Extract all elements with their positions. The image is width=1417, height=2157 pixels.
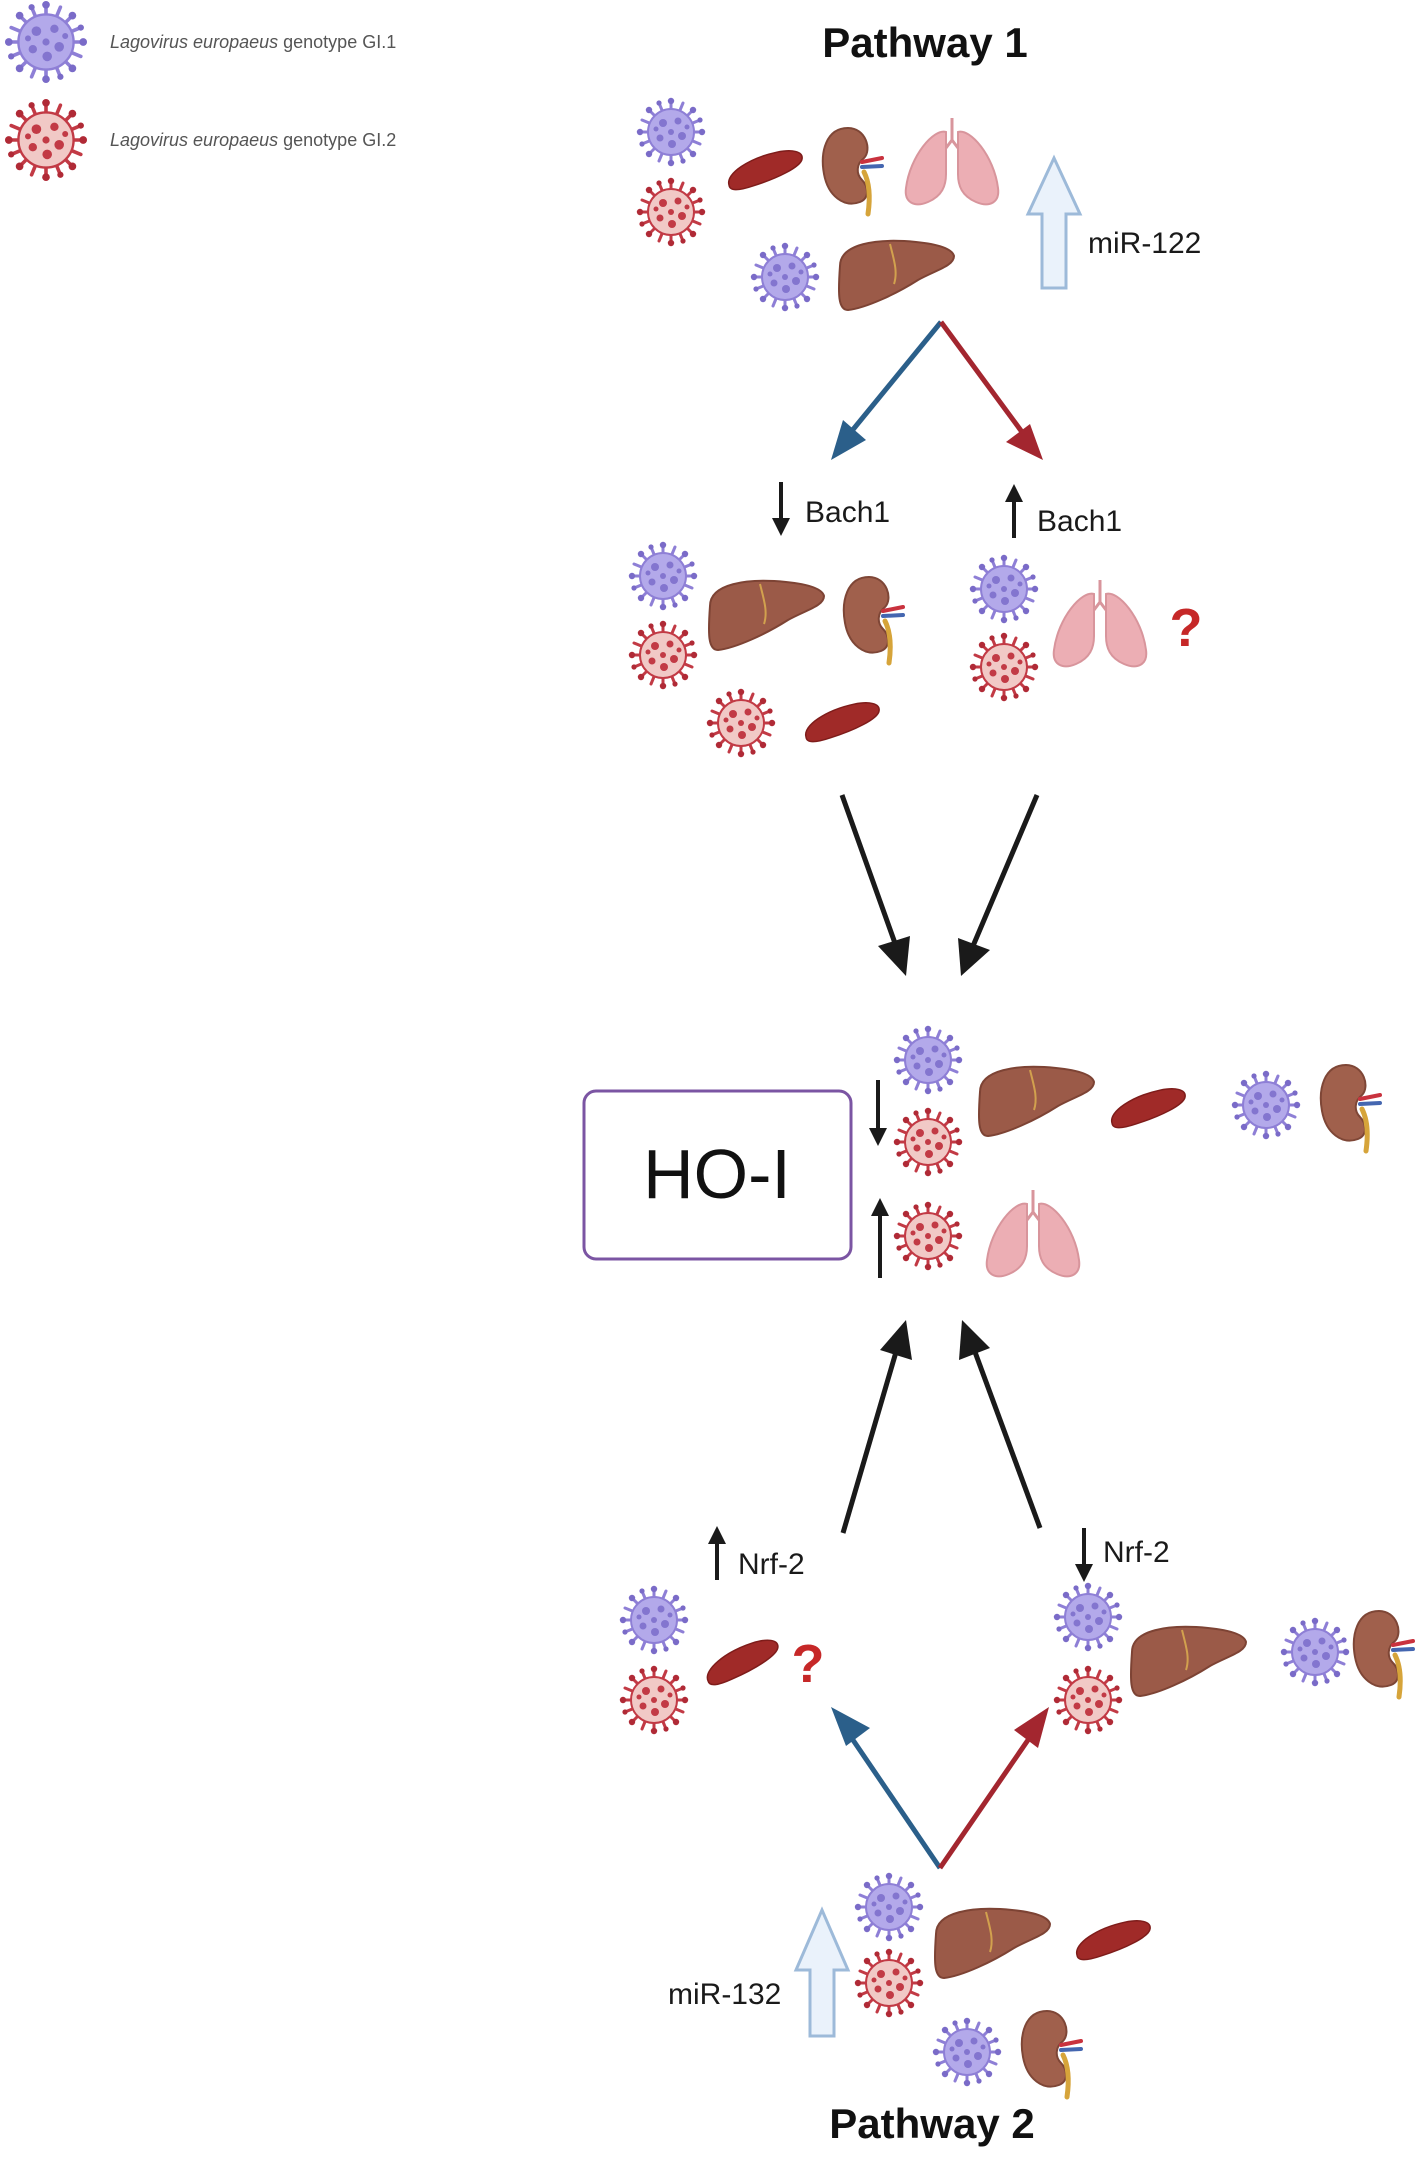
virus-gi2-icon — [635, 176, 707, 248]
ho1-down-arrow — [869, 1080, 887, 1146]
spleen-icon — [1107, 1085, 1190, 1130]
ho1-down-cluster — [892, 1024, 1380, 1178]
upward-arrow-left-line — [840, 1351, 899, 1534]
converge-arrowhead-left — [878, 936, 910, 976]
virus-gi1-icon — [1052, 1581, 1124, 1653]
gi2-split-arrow-line — [938, 320, 1025, 434]
virus-gi2-icon — [968, 631, 1040, 703]
converge-arrow-right-line — [970, 794, 1040, 947]
kidney-icon — [1354, 1611, 1413, 1697]
mir122-up-arrow — [1025, 154, 1083, 290]
pathway-1-top-cluster — [635, 96, 1000, 313]
nrf2-up-cluster: ? — [618, 1584, 825, 1736]
gi2-split-arrowhead — [1006, 424, 1043, 460]
virus-gi2-icon — [705, 687, 777, 759]
bach1-up-arrow — [1005, 484, 1023, 538]
gi1-split-arrow-line — [849, 320, 943, 434]
gi2-split-arrow-line-2 — [937, 1738, 1031, 1870]
pathway-2-title: Pathway 2 — [829, 2100, 1034, 2147]
virus-gi1-icon — [3, 0, 89, 85]
virus-gi1-icon — [892, 1024, 964, 1096]
kidney-icon — [1321, 1065, 1380, 1151]
virus-gi1-icon — [968, 553, 1040, 625]
virus-gi1-icon — [618, 1584, 690, 1656]
spleen-icon — [724, 147, 807, 192]
virus-gi2-icon — [627, 619, 699, 691]
gi1-split-arrow-line-2 — [850, 1738, 943, 1870]
ho1-box — [582, 1089, 853, 1261]
virus-gi1-icon — [749, 241, 821, 313]
bach1-down-cluster — [627, 540, 903, 759]
converge-arrowhead-right — [958, 938, 990, 976]
legend: Lagovirus europaeus genotype GI.1 Lagovi… — [3, 0, 396, 183]
upward-arrow-right-line — [972, 1351, 1043, 1529]
mir122-label: miR-122 — [1088, 227, 1201, 260]
upward-arrowhead-right — [959, 1320, 990, 1360]
bach1-up-cluster: ? — [968, 553, 1203, 703]
lung-icon — [1052, 578, 1148, 668]
lung-icon — [904, 116, 1000, 206]
ho1-label: HO-I — [643, 1135, 791, 1213]
virus-gi1-icon — [853, 1871, 925, 1943]
converge-arrow-left-line — [839, 794, 899, 947]
liver-icon — [1129, 1625, 1247, 1697]
nrf2-down-label: Nrf-2 — [1103, 1536, 1170, 1569]
kidney-icon — [823, 128, 882, 214]
spleen-icon — [700, 1636, 785, 1688]
lung-icon — [985, 1188, 1081, 1278]
virus-gi1-icon — [635, 96, 707, 168]
spleen-icon — [801, 699, 884, 744]
virus-gi1-icon — [1279, 1616, 1351, 1688]
bach1-up-label: Bach1 — [1037, 505, 1122, 538]
liver-icon — [933, 1907, 1051, 1979]
virus-gi2-icon — [618, 1664, 690, 1736]
virus-gi1-icon — [931, 2016, 1003, 2088]
nrf2-down-arrow — [1075, 1528, 1093, 1582]
virus-gi2-icon — [892, 1200, 964, 1272]
mir132-label: miR-132 — [668, 1978, 781, 2011]
liver-icon — [977, 1065, 1095, 1137]
mir132-up-arrow — [793, 1906, 851, 2038]
gi1-split-arrowhead — [831, 420, 866, 460]
upward-arrowhead-left — [880, 1320, 912, 1360]
kidney-icon — [844, 577, 903, 663]
virus-gi1-icon — [627, 540, 699, 612]
bach1-down-label: Bach1 — [805, 496, 890, 529]
virus-gi2-icon — [1052, 1664, 1124, 1736]
nrf2-down-cluster — [1052, 1581, 1413, 1736]
virus-gi1-icon — [1230, 1069, 1302, 1141]
bach1-down-arrow — [772, 482, 790, 536]
virus-gi2-icon — [3, 97, 89, 183]
pathway-2-bottom-cluster — [853, 1871, 1155, 2097]
gi1-split-arrowhead-2 — [831, 1707, 870, 1746]
ho1-up-arrow — [871, 1198, 889, 1278]
spleen-icon — [1072, 1917, 1155, 1962]
nrf2-up-arrow — [708, 1526, 726, 1580]
liver-icon — [707, 579, 825, 651]
gi2-split-arrowhead-2 — [1014, 1707, 1049, 1748]
legend-gi1-label: Lagovirus europaeus genotype GI.1 — [110, 32, 396, 52]
kidney-icon — [1022, 2011, 1081, 2097]
question-mark-icon: ? — [1170, 598, 1203, 658]
virus-gi2-icon — [853, 1947, 925, 2019]
virus-gi2-icon — [892, 1106, 964, 1178]
liver-icon — [837, 239, 955, 311]
pathway-1-title: Pathway 1 — [822, 19, 1027, 66]
question-mark-icon: ? — [792, 1634, 825, 1694]
legend-gi2-label: Lagovirus europaeus genotype GI.2 — [110, 130, 396, 150]
nrf2-up-label: Nrf-2 — [738, 1548, 805, 1581]
ho1-up-cluster — [892, 1188, 1081, 1278]
